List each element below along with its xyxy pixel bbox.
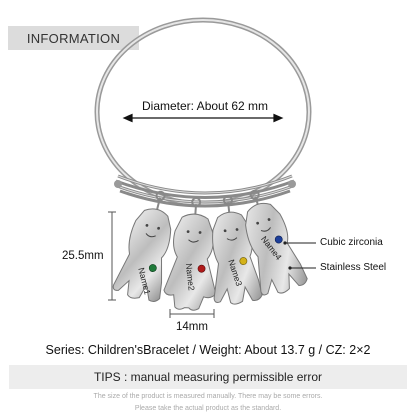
charm-boy-1: Name1 [112,190,172,302]
stone-red [197,264,206,273]
coil-end-right [288,180,296,188]
tips-box: TIPS : manual measuring permissible erro… [9,365,407,389]
diameter-arrow [122,113,284,123]
tips-text: TIPS : manual measuring permissible erro… [93,370,323,384]
disclaimer-line-2: Please take the actual product as the st… [134,405,282,412]
callout-metal-line [288,266,316,270]
charm-girl-2: Name2 [163,197,217,311]
bangle-ring [94,17,312,207]
charm-name-2: Name2 [184,263,197,292]
stone-blue [274,235,283,244]
coil-end-left [114,180,122,188]
diameter-label: Diameter: About 62 mm [142,99,269,113]
callout-metal-label: Stainless Steel [320,262,387,273]
width-dimension-line [169,309,215,318]
height-label: 25.5mm [62,250,104,262]
height-dimension-line [108,211,116,301]
stone-yellow [239,257,248,265]
disclaimer-line-1: The size of the product is measured manu… [93,393,323,400]
charm-boy-4: Name4 [245,189,308,296]
callout-stone-label: Cubic zirconia [320,237,383,248]
stone-green [148,264,157,272]
series-spec-line: Series: Children'sBracelet / Weight: Abo… [45,343,371,357]
information-header: INFORMATION [8,26,139,50]
information-title: INFORMATION [26,30,121,46]
callout-stone-line [283,241,316,245]
width-label: 14mm [176,321,208,333]
